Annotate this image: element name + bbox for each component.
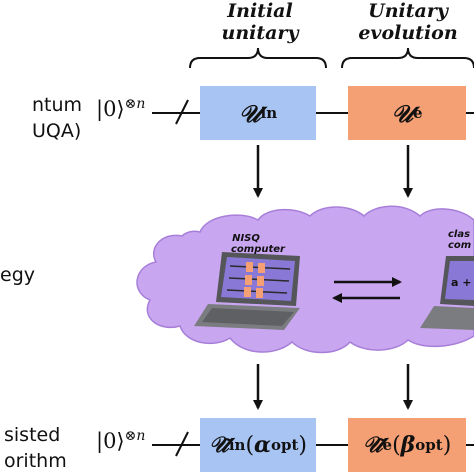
classical-laptop-icon bbox=[420, 256, 474, 330]
classical-laptop-base bbox=[420, 306, 474, 330]
classical-label-line1: clas bbox=[448, 229, 470, 240]
evolution-header-line1: Unitary bbox=[368, 0, 448, 22]
evolution-header-line2: evolution bbox=[358, 22, 458, 44]
gate-u-in-sub: in bbox=[260, 104, 278, 122]
brace-evolution bbox=[341, 47, 474, 69]
ket-bottom: |0⟩⊗n bbox=[96, 428, 145, 453]
qubit-gate-3 bbox=[245, 275, 252, 285]
nisq-label-line1: NISQ bbox=[232, 233, 260, 244]
bottom-row-label-line1: sisted bbox=[4, 424, 61, 446]
middle-row-label-text: egy bbox=[0, 264, 35, 286]
top-wire-slash bbox=[175, 99, 189, 125]
gate-u-e-opt-sub: e bbox=[382, 436, 393, 454]
nisq-laptop-icon bbox=[194, 252, 300, 330]
ket-top-state: |0⟩ bbox=[96, 97, 125, 121]
classical-label-line2: com bbox=[448, 240, 471, 251]
classical-formula: a + bbox=[451, 276, 471, 289]
initial-header-line2: unitary bbox=[221, 22, 299, 44]
bottom-wire-slash bbox=[175, 431, 189, 457]
ket-bottom-state: |0⟩ bbox=[96, 429, 125, 453]
nisq-label-line2: computer bbox=[231, 244, 286, 255]
qubit-gate-6 bbox=[256, 288, 263, 298]
qubit-gate-2 bbox=[258, 263, 265, 273]
bottom-row-label: sisted orithm bbox=[4, 422, 67, 474]
brace-initial bbox=[189, 47, 327, 69]
gate-u-e-sub: e bbox=[413, 104, 423, 122]
top-row-label-line1: ntum bbox=[32, 94, 83, 116]
top-row-label: ntum UQA) bbox=[32, 92, 82, 144]
gate-u-in-opt-sub: in bbox=[228, 436, 246, 454]
qubit-gate-1 bbox=[246, 262, 253, 272]
gate-u-e-opt-param-sub: opt bbox=[415, 436, 443, 454]
gate-u-e-opt-param: β bbox=[400, 432, 416, 458]
gate-u-in-opt-symbol: 𝒰̃ bbox=[209, 432, 229, 458]
gate-u-e-opt-symbol: 𝒰̃ bbox=[362, 432, 383, 458]
gate-u-e-symbol: 𝒰 bbox=[391, 98, 414, 128]
middle-row-label: egy bbox=[0, 262, 35, 288]
gate-u-in-opt-param-sub: opt bbox=[270, 436, 299, 454]
classical-laptop-screen bbox=[445, 261, 474, 300]
gate-u-in-symbol: 𝒰 bbox=[238, 98, 261, 128]
cloud-shape bbox=[136, 205, 474, 354]
top-row-label-line2: UQA) bbox=[32, 120, 82, 142]
initial-header-line1: Initial bbox=[227, 0, 293, 22]
qubit-gate-4 bbox=[257, 276, 264, 286]
unitary-evolution-header: Unitary evolution bbox=[348, 0, 468, 44]
ket-top-power: ⊗n bbox=[124, 96, 146, 112]
initial-unitary-header: Initial unitary bbox=[200, 0, 320, 44]
ket-bottom-power: ⊗n bbox=[124, 428, 146, 444]
bottom-row-label-line2: orithm bbox=[4, 450, 67, 472]
gate-u-in-opt-param: α bbox=[254, 432, 271, 458]
ket-top: |0⟩⊗n bbox=[96, 96, 145, 121]
qubit-gate-5 bbox=[244, 287, 251, 297]
